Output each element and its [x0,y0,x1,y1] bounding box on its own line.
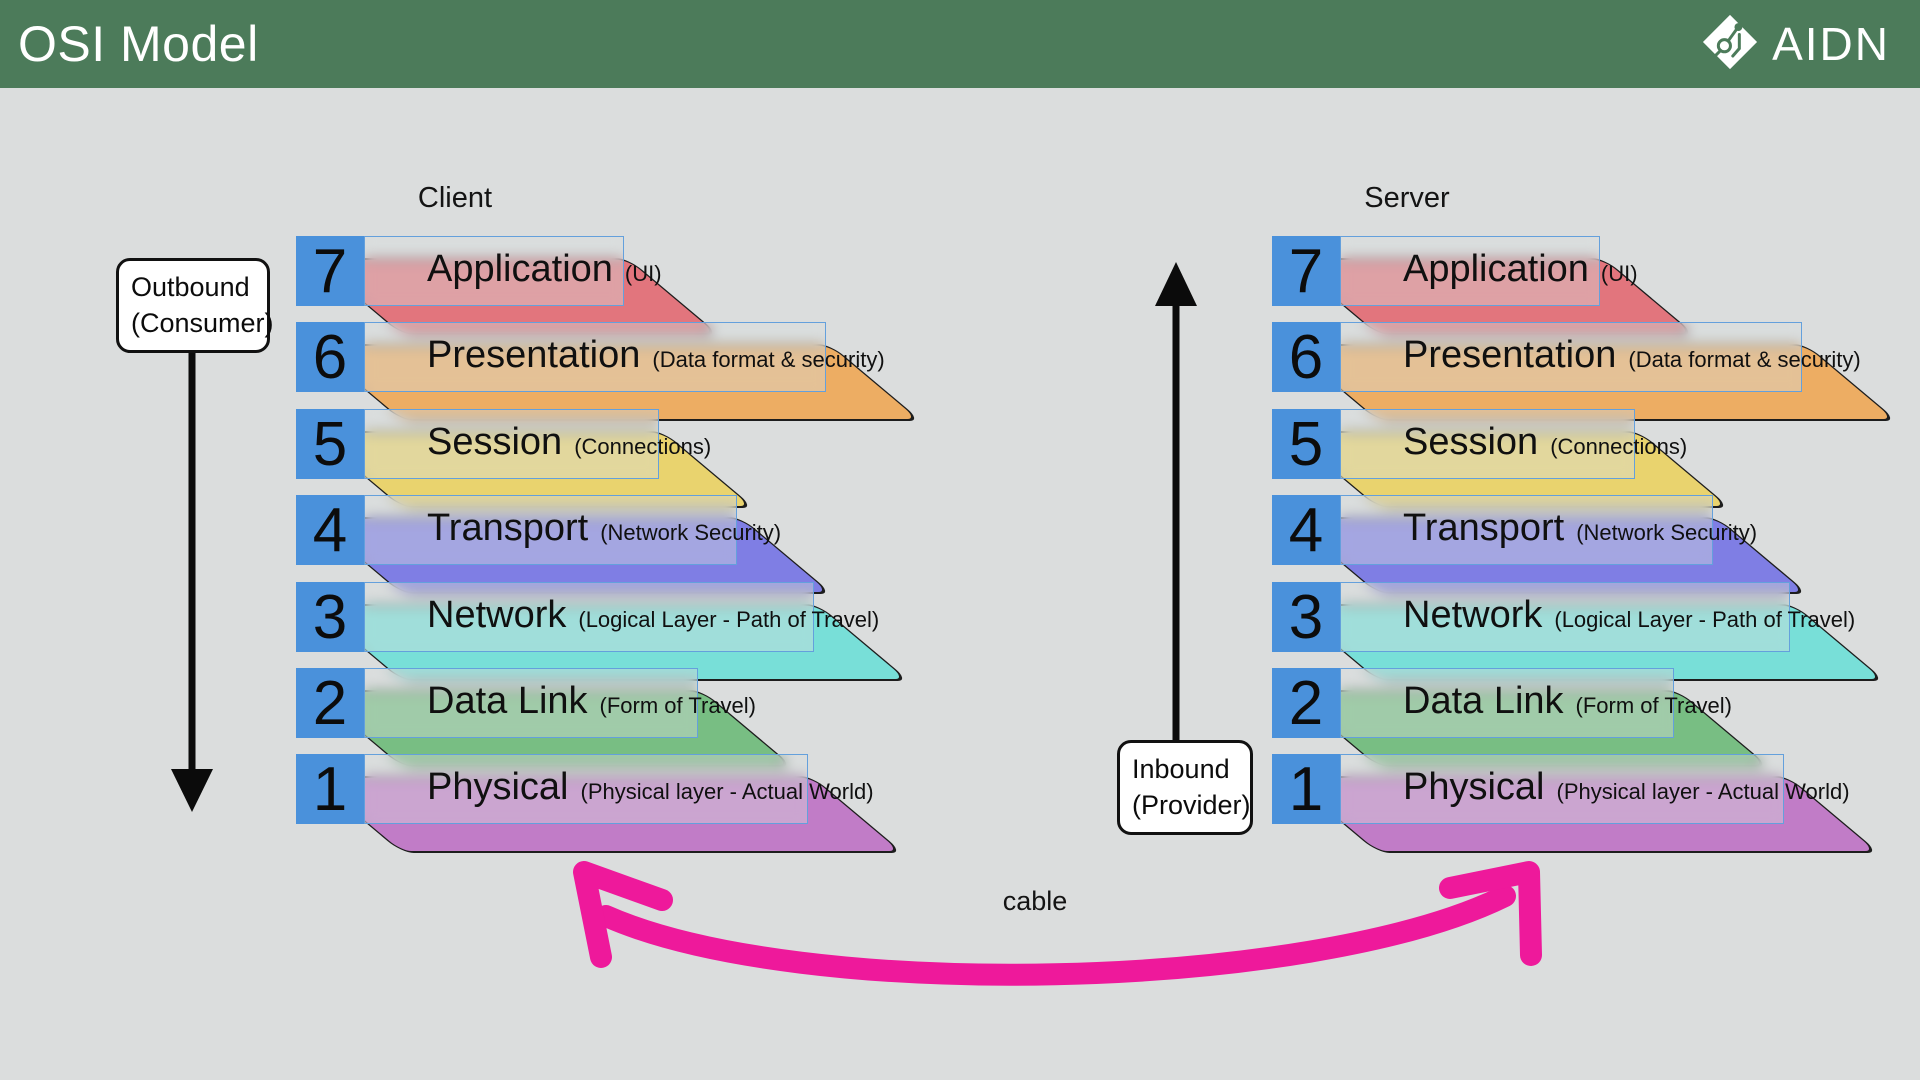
layer-number: 5 [1272,409,1340,479]
cable-label: cable [1002,886,1068,916]
layer-desc: (Logical Layer - Path of Travel) [1554,607,1856,632]
layer-desc: (Connections) [574,434,712,459]
layer-box: Data Link (Form of Travel) [1340,668,1732,738]
layer-name: Network [427,594,567,636]
layer-desc: (Network Security) [1576,520,1758,545]
layer-box: Data Link (Form of Travel) [364,668,756,738]
layer-box: Transport (Network Security) [364,495,781,565]
layer-desc: (Connections) [1550,434,1688,459]
layer-name: Network [1403,594,1543,636]
layer-number: 3 [1272,582,1340,652]
layer-name: Presentation [427,334,641,376]
layer-name: Application [1403,248,1589,290]
layer-row: 2 Data Link (Form of Travel) [1272,668,1920,767]
layer-box: Application (UI) [1340,236,1638,306]
brand-diamond-icon [1702,14,1758,75]
layer-desc: (Data format & security) [652,347,885,372]
layer-number: 4 [296,495,364,565]
layer-name: Session [427,421,563,463]
layer-box: Presentation (Data format & security) [364,322,885,392]
layer-name: Session [1403,421,1539,463]
stack-client: 7 Application (UI) 6 Presentation (Data forma… [296,236,1216,876]
layer-name: Application [427,248,613,290]
layer-box: Session (Connections) [1340,409,1687,479]
inbound-line2: (Provider) [1132,789,1251,820]
layer-name: Physical [427,766,569,808]
layer-desc: (Network Security) [600,520,782,545]
layer-name: Data Link [427,680,588,722]
layer-number: 7 [296,236,364,306]
inbound-line1: Inbound [1132,754,1230,784]
layer-name: Transport [427,507,589,549]
header-bar: OSI Model AIDN [0,0,1920,88]
outbound-line2: (Consumer) [131,307,274,338]
layer-box: Physical (Physical layer - Actual World) [1340,754,1850,824]
layer-row: 5 Session (Connections) [1272,409,1920,508]
layer-row: 6 Presentation (Data format & security) [296,322,1216,421]
outbound-line1: Outbound [131,272,250,302]
page-title: OSI Model [18,16,259,72]
layer-number: 7 [1272,236,1340,306]
layer-number: 6 [1272,322,1340,392]
layer-row: 4 Transport (Network Security) [1272,495,1920,594]
layer-desc: (UI) [624,261,662,286]
layer-row: 1 Physical (Physical layer - Actual World) [296,754,1216,853]
layer-name: Transport [1403,507,1565,549]
layer-number: 4 [1272,495,1340,565]
layer-box: Network (Logical Layer - Path of Travel) [364,582,879,652]
layer-desc: (Form of Travel) [1575,693,1733,718]
layer-desc: (Physical layer - Actual World) [580,779,874,804]
layer-row: 3 Network (Logical Layer - Path of Travel) [1272,582,1920,681]
inbound-label-box: Inbound (Provider) [1117,740,1253,836]
layer-name: Physical [1403,766,1545,808]
layer-box: Transport (Network Security) [1340,495,1757,565]
layer-row: 1 Physical (Physical layer - Actual World) [1272,754,1920,853]
layer-box: Physical (Physical layer - Actual World) [364,754,874,824]
layer-number: 2 [1272,668,1340,738]
layer-row: 6 Presentation (Data format & security) [1272,322,1920,421]
layer-number: 6 [296,322,364,392]
layer-desc: (Form of Travel) [599,693,757,718]
layer-row: 5 Session (Connections) [296,409,1216,508]
layer-number: 3 [296,582,364,652]
server-stack-label: Server [1364,182,1450,214]
brand: AIDN [1702,14,1890,75]
layer-box: Network (Logical Layer - Path of Travel) [1340,582,1855,652]
layer-desc: (Logical Layer - Path of Travel) [578,607,880,632]
layer-name: Presentation [1403,334,1617,376]
layer-row: 4 Transport (Network Security) [296,495,1216,594]
layer-box: Presentation (Data format & security) [1340,322,1861,392]
layer-number: 1 [296,754,364,824]
layer-box: Application (UI) [364,236,662,306]
layer-number: 1 [1272,754,1340,824]
brand-name: AIDN [1772,18,1890,70]
layer-row: 7 Application (UI) [1272,236,1920,335]
outbound-arrow [171,340,213,812]
outbound-label-box: Outbound (Consumer) [116,258,274,354]
stack-server: 7 Application (UI) 6 Presentation (Data forma… [1272,236,1920,876]
layer-number: 5 [296,409,364,479]
layer-row: 7 Application (UI) [296,236,1216,335]
layer-box: Session (Connections) [364,409,711,479]
client-stack-label: Client [417,182,493,214]
layer-name: Data Link [1403,680,1564,722]
layer-desc: (Data format & security) [1628,347,1861,372]
layer-number: 2 [296,668,364,738]
layer-row: 3 Network (Logical Layer - Path of Travel) [296,582,1216,681]
layer-row: 2 Data Link (Form of Travel) [296,668,1216,767]
layer-desc: (UI) [1600,261,1638,286]
layer-desc: (Physical layer - Actual World) [1556,779,1850,804]
